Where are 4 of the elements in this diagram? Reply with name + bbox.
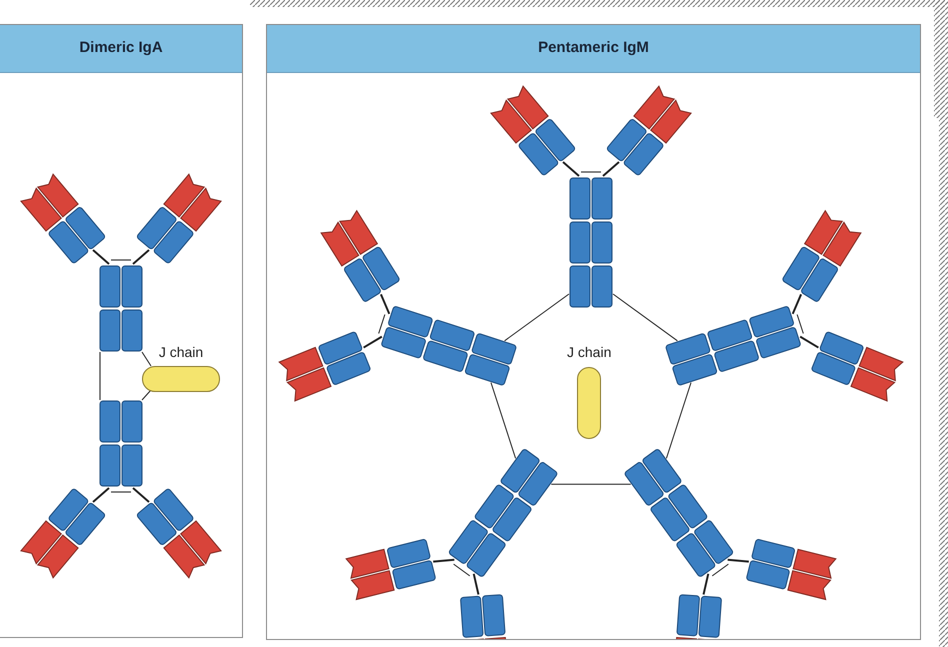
j-chain-label: J chain: [158, 343, 204, 361]
panel-title: Pentameric IgM: [538, 38, 649, 58]
panel-title: Dimeric IgA: [79, 38, 163, 58]
j-chain-label: J chain: [567, 343, 612, 361]
